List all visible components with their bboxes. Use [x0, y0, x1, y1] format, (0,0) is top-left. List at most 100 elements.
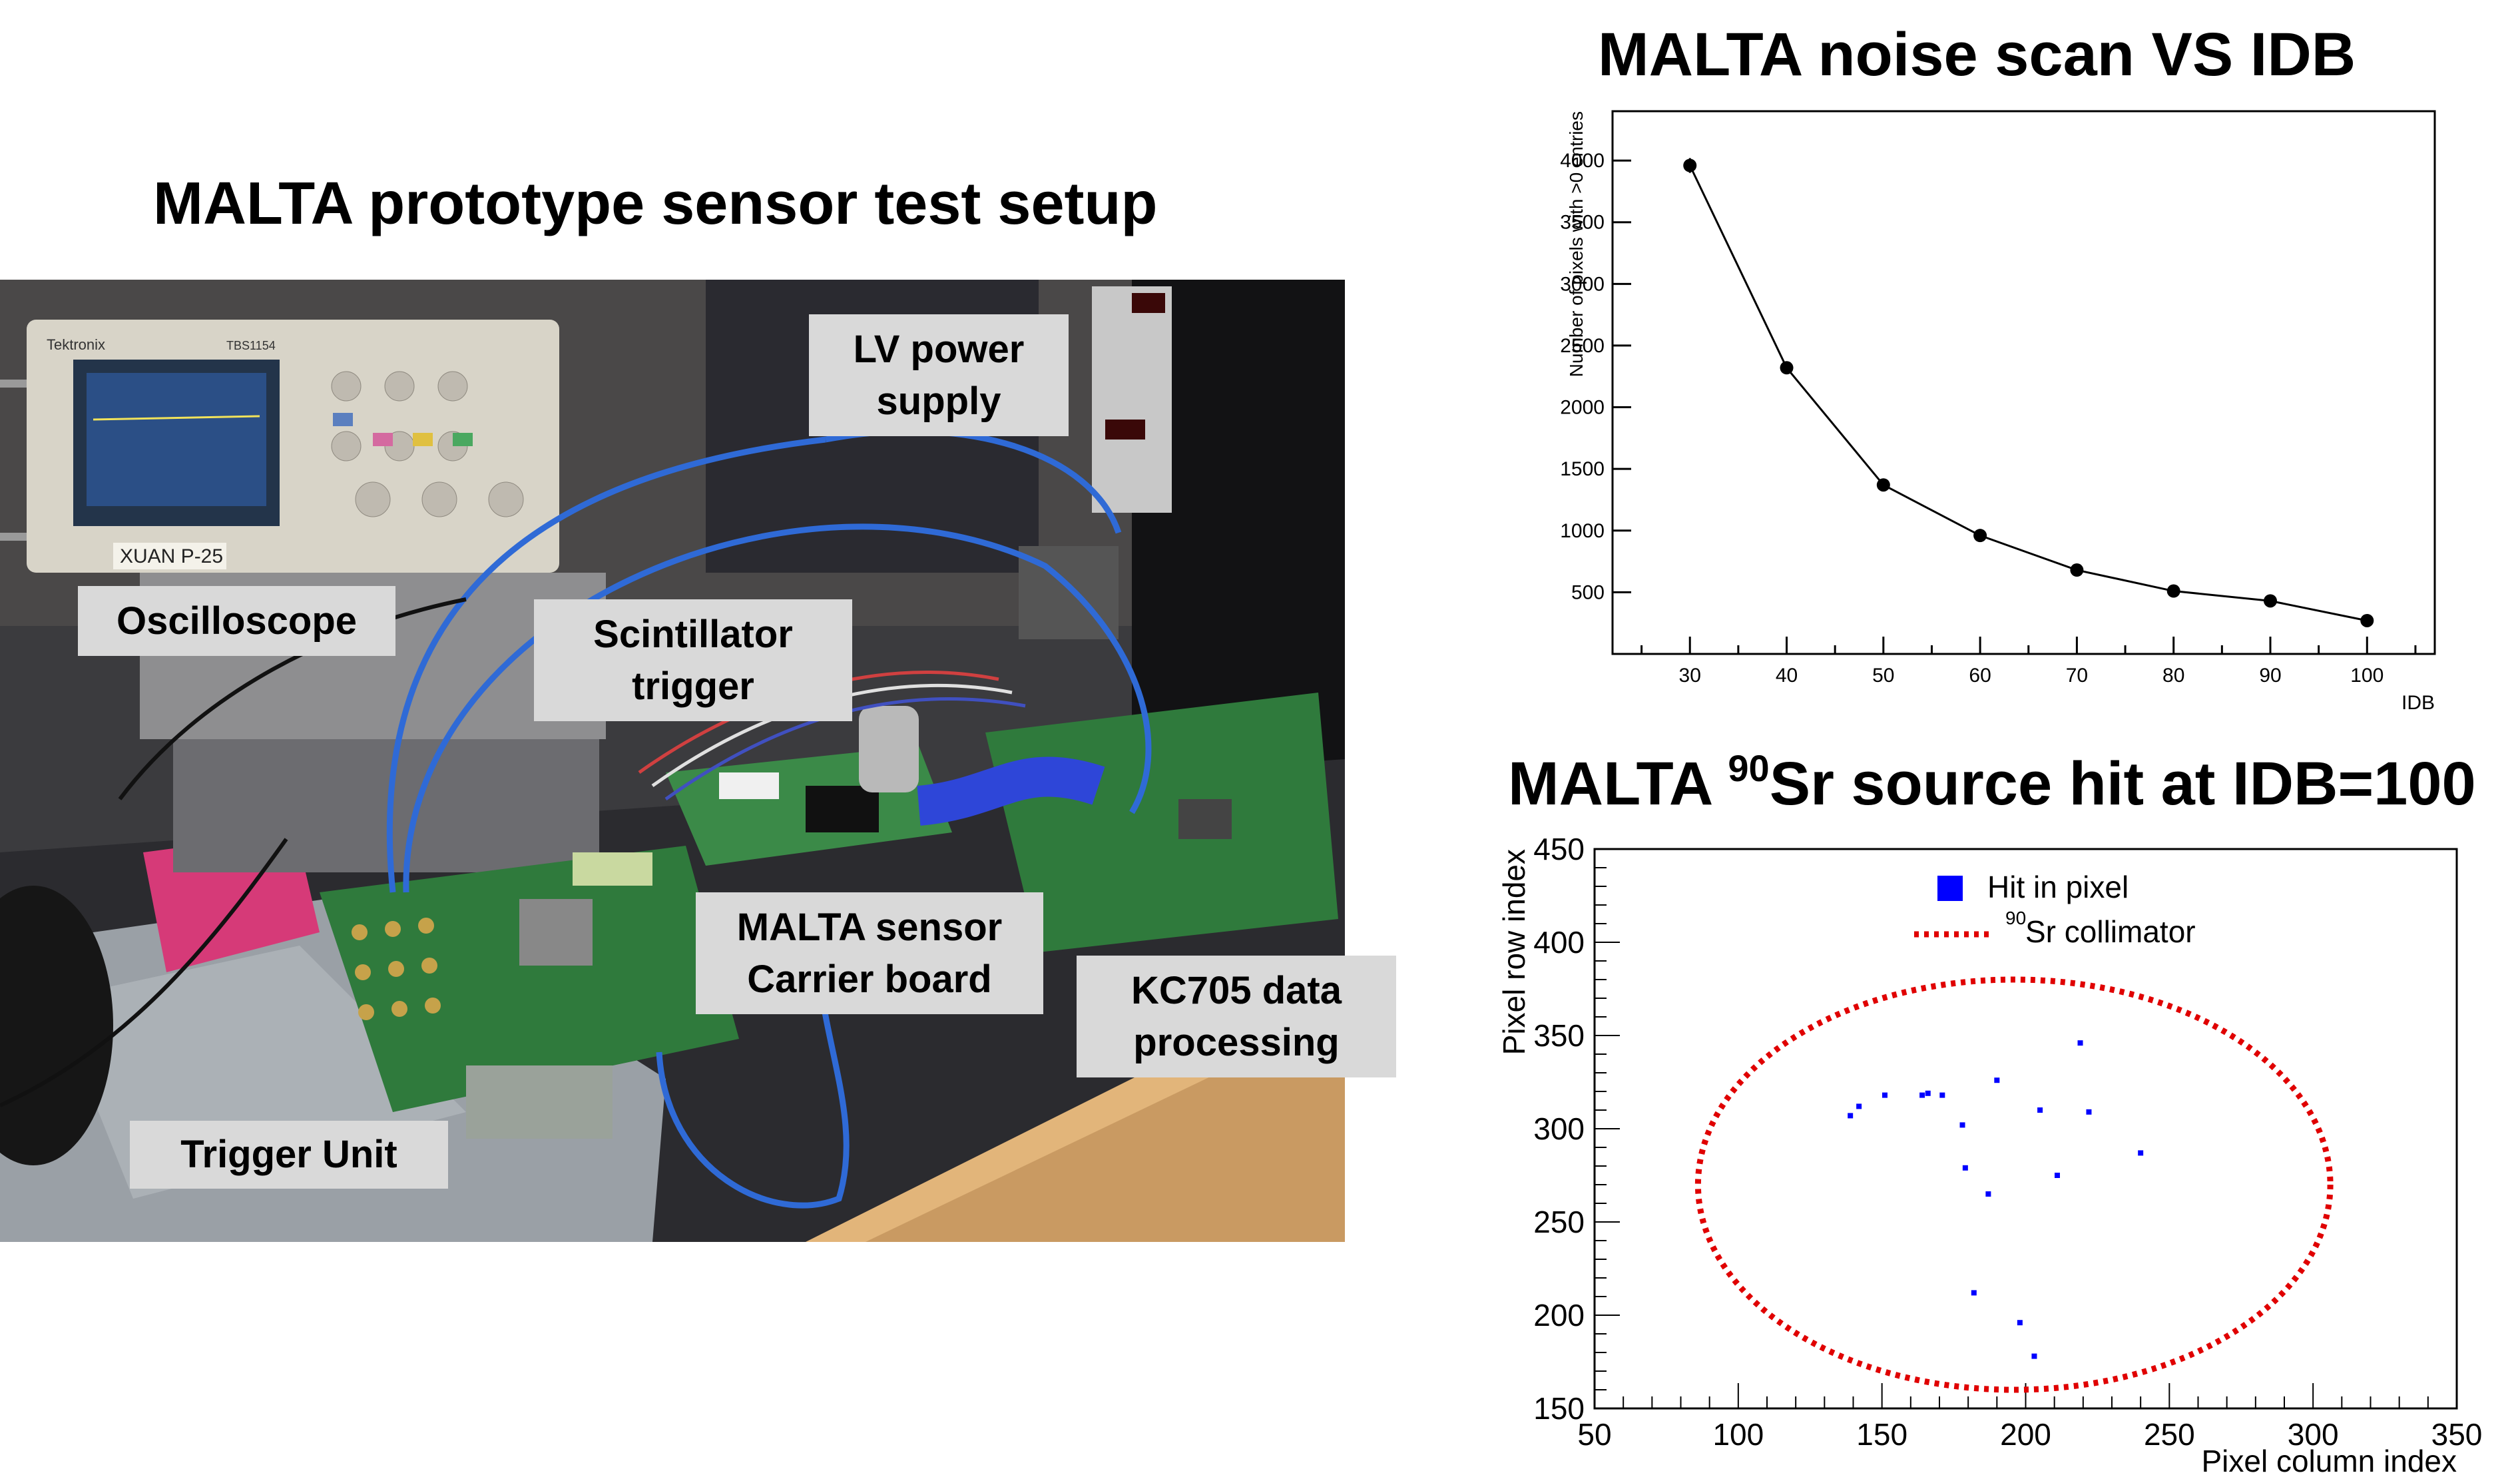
hit-pixel-point: [1994, 1077, 2000, 1083]
callout-malta-line1: MALTA sensor: [736, 905, 1003, 949]
hit-title-prefix: MALTA: [1508, 750, 1728, 818]
noise-data-point: [1780, 361, 1794, 375]
hit-x-tick-label: 350: [2431, 1417, 2483, 1452]
hit-x-tick-label: 300: [2288, 1417, 2339, 1452]
noise-y-tick-label: 3500: [1560, 212, 1605, 234]
hit-pixel-point: [1959, 1122, 1965, 1128]
sr-hit-chart: 150 200 250 300 350 400 450 50 100 150 200 250 300 3…: [1497, 832, 2482, 1478]
noise-data-point: [2360, 613, 2374, 627]
callout-scintillator-line1: Scintillator: [593, 612, 793, 656]
hit-y-tick-label: 200: [1533, 1298, 1585, 1333]
hit-x-tick-label: 50: [1577, 1417, 1611, 1452]
hit-y-label: Pixel row index: [1497, 849, 1531, 1055]
noise-x-tick-label: 50: [1872, 665, 1894, 687]
hit-title-sup: 90: [1728, 747, 1770, 789]
hit-y-tick-label: 300: [1533, 1111, 1585, 1146]
noise-data-point: [1683, 158, 1697, 172]
setup-photo-drawing: Tektronix TBS1154 XUAN P-25: [0, 280, 1345, 1242]
noise-x-tick-label: 70: [2066, 665, 2088, 687]
noise-data-point: [2166, 584, 2180, 598]
hit-pixel-point: [1925, 1090, 1931, 1096]
noise-y-tick-label: 3000: [1560, 273, 1605, 295]
hit-y-tick-label: 350: [1533, 1018, 1585, 1053]
noise-y-tick-label: 1500: [1560, 458, 1605, 480]
legend-hit-swatch: [1937, 876, 1963, 901]
hit-pixel-point: [1848, 1113, 1854, 1119]
hit-pixel-point: [1962, 1165, 1968, 1171]
hit-y-tick-label: 150: [1533, 1391, 1585, 1426]
hit-x-tick-label: 150: [1856, 1417, 1907, 1452]
noise-data-point: [2070, 563, 2084, 577]
hit-pixel-point: [1971, 1290, 1977, 1296]
scope-tag-text: XUAN P-25: [120, 545, 223, 567]
legend-collimator-label: Sr collimator: [2025, 914, 2196, 949]
callout-trigger-unit: Trigger Unit: [130, 1121, 448, 1189]
hit-pixel-point: [1856, 1103, 1862, 1109]
noise-y-tick-label: 1000: [1560, 520, 1605, 542]
hit-x-axis: 50 100 150 200 250 300 350: [1577, 1383, 2482, 1452]
callout-malta-carrier-board: MALTA sensor Carrier board: [696, 892, 1043, 1014]
noise-x-tick-label: 100: [2350, 665, 2384, 687]
noise-y-label: Number of pixels with >0 entries: [1566, 111, 1587, 377]
noise-series-line: [1688, 164, 2368, 622]
hit-pixel-point: [2077, 1040, 2083, 1046]
hit-y-tick-label: 400: [1533, 925, 1585, 960]
hit-x-label: Pixel column index: [2201, 1444, 2457, 1478]
hit-x-tick-label: 200: [2000, 1417, 2051, 1452]
hit-title-suffix: Sr source hit at IDB=100: [1769, 750, 2476, 818]
callout-oscilloscope: Oscilloscope: [78, 586, 395, 656]
noise-x-tick-label: 30: [1679, 665, 1701, 687]
callout-kc705: KC705 data processing: [1077, 956, 1396, 1077]
noise-y-tick-label: 2500: [1560, 335, 1605, 357]
noise-points: [1683, 158, 2374, 627]
noise-chart-title: MALTA noise scan VS IDB: [1598, 21, 2356, 89]
hit-legend: Hit in pixel 90 Sr collimator: [1914, 870, 2196, 949]
callout-malta-line2: Carrier board: [747, 957, 992, 1001]
hit-pixel-point: [2086, 1109, 2092, 1115]
legend-collimator-sup: 90: [2005, 908, 2026, 928]
noise-y-tick-label: 4000: [1560, 150, 1605, 172]
setup-title: MALTA prototype sensor test setup: [153, 170, 1158, 237]
hit-pixel-point: [2031, 1353, 2037, 1359]
hit-pixel-point: [1919, 1092, 1925, 1098]
hit-x-tick-label: 250: [2144, 1417, 2195, 1452]
hit-pixel-point: [1939, 1092, 1945, 1098]
noise-y-axis: 500 1000 1500 2000 2500 3000 3500 4000: [1560, 150, 1631, 603]
callout-lv-line1: LV power: [853, 327, 1025, 371]
legend-hit-label: Hit in pixel: [1987, 870, 2129, 904]
hit-pixel-point: [2054, 1173, 2060, 1178]
callout-lv-power-supply: LV power supply: [809, 314, 1069, 436]
hit-pixel-point: [1985, 1191, 1991, 1197]
noise-data-point: [2264, 594, 2277, 608]
noise-y-tick-label: 500: [1571, 581, 1605, 603]
hit-points: [1848, 1040, 2144, 1359]
hit-chart-title: MALTA 90Sr source hit at IDB=100: [1508, 747, 2476, 819]
noise-data-point: [1876, 478, 1890, 492]
noise-scan-chart: 500 1000 1500 2000 2500 3000 3500 4000 30 40 50 60…: [1560, 110, 2436, 714]
noise-x-tick-label: 90: [2259, 665, 2281, 687]
callout-lv-line2: supply: [876, 379, 1001, 423]
callout-kc705-line1: KC705 data: [1131, 968, 1342, 1012]
hit-pixel-point: [1882, 1092, 1888, 1098]
noise-x-axis: 30 40 50 60 70 80 90 100: [1640, 637, 2417, 687]
noise-plot-frame: [1611, 110, 2436, 655]
noise-y-tick-label: 2000: [1560, 397, 1605, 419]
noise-x-tick-label: 60: [1969, 665, 1991, 687]
setup-photo: Tektronix TBS1154 XUAN P-25: [0, 280, 1396, 1242]
noise-x-label: IDB: [2401, 692, 2435, 714]
hit-pixel-point: [2138, 1150, 2144, 1156]
noise-x-tick-label: 40: [1776, 665, 1798, 687]
scope-model-text: TBS1154: [226, 339, 276, 352]
sr-collimator-ellipse: [1694, 976, 2334, 1393]
hit-y-tick-label: 250: [1533, 1205, 1585, 1239]
hit-y-tick-label: 450: [1533, 832, 1585, 866]
hit-y-axis: 150 200 250 300 350 400 450: [1533, 832, 1620, 1426]
hit-pixel-point: [2017, 1320, 2023, 1326]
hit-x-tick-label: 100: [1712, 1417, 1764, 1452]
noise-x-tick-label: 80: [2162, 665, 2184, 687]
hit-pixel-point: [2037, 1107, 2043, 1113]
callout-kc705-line2: processing: [1133, 1020, 1340, 1064]
noise-data-point: [1973, 529, 1987, 543]
callout-scintillator-trigger: Scintillator trigger: [534, 599, 852, 721]
scope-brand-text: Tektronix: [47, 336, 105, 353]
